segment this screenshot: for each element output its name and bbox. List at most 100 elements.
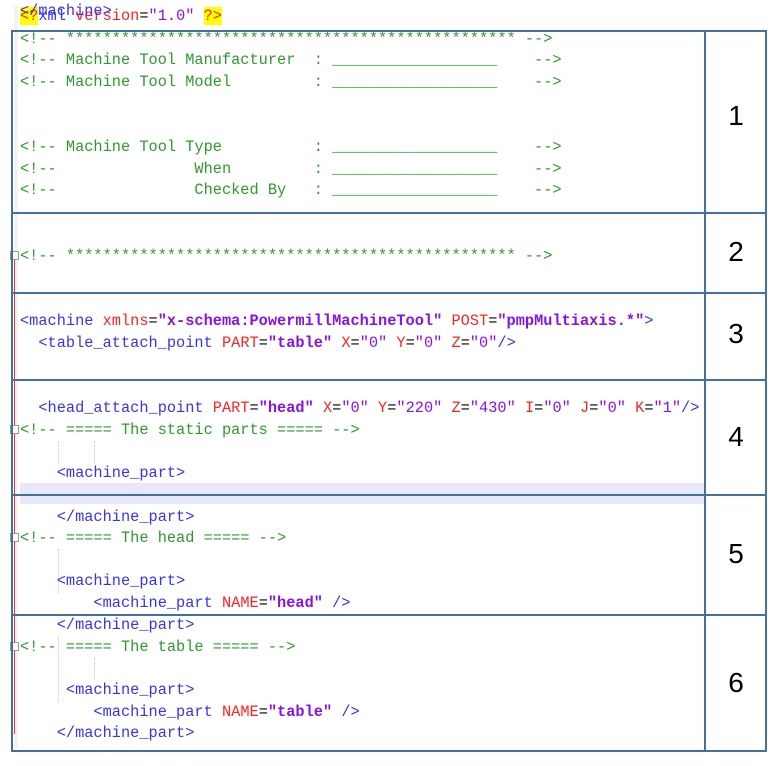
code-line[interactable]: <machine_part NAME="head" /> bbox=[20, 592, 351, 614]
code-token: xmlns bbox=[93, 312, 149, 330]
code-token: <machine_part> bbox=[20, 681, 195, 699]
code-token: Y bbox=[368, 399, 388, 417]
code-token: /> bbox=[332, 703, 360, 721]
section-number-3: 3 bbox=[728, 318, 744, 349]
fold-toggle-head[interactable] bbox=[10, 533, 19, 542]
code-token: = bbox=[148, 312, 158, 330]
code-token: </machine_part> bbox=[20, 508, 195, 526]
code-line[interactable]: <table_attach_point PART="table" X="0" Y… bbox=[20, 332, 515, 354]
code-token: NAME bbox=[212, 703, 259, 721]
code-line[interactable]: <!-- When : __________________ --> bbox=[20, 158, 562, 180]
code-token: <!-- Machine Tool Model : ______________… bbox=[20, 73, 562, 91]
code-token: = bbox=[258, 594, 268, 612]
code-line[interactable]: <!-- ***********************************… bbox=[20, 245, 552, 267]
code-token: "220" bbox=[396, 399, 443, 417]
code-token: "0" bbox=[598, 399, 626, 417]
code-line[interactable]: </machine_part> bbox=[20, 614, 195, 636]
code-token: "0" bbox=[359, 334, 388, 352]
column-divider bbox=[704, 30, 706, 752]
code-token: /> bbox=[322, 594, 351, 612]
code-line[interactable]: <?xml version="1.0" ?> bbox=[20, 5, 222, 27]
code-token: = bbox=[249, 399, 259, 417]
code-token: "head" bbox=[267, 594, 323, 612]
code-token: /> bbox=[681, 399, 700, 417]
code-token: Z bbox=[442, 334, 461, 352]
code-token: "0" bbox=[469, 334, 498, 352]
section-number-1: 1 bbox=[728, 100, 744, 131]
code-line[interactable]: <machine_part> bbox=[20, 462, 186, 484]
code-token: "x-schema:PowermillMachineTool" bbox=[157, 312, 443, 330]
code-token: "0" bbox=[341, 399, 369, 417]
code-token: = bbox=[460, 399, 470, 417]
code-token: <!-- When : __________________ --> bbox=[20, 160, 562, 178]
code-line[interactable]: <machine_part> bbox=[20, 570, 186, 592]
code-token: = bbox=[589, 399, 599, 417]
code-token: Z bbox=[442, 399, 461, 417]
code-token bbox=[194, 7, 203, 25]
code-token: = bbox=[139, 7, 149, 25]
code-token: <machine_part> bbox=[20, 464, 186, 482]
code-line[interactable]: <!-- ===== The head ===== --> bbox=[20, 527, 286, 549]
code-line[interactable]: </machine> bbox=[20, 0, 112, 22]
fold-toggle-table[interactable] bbox=[10, 642, 19, 651]
code-token: = bbox=[350, 334, 360, 352]
section-number-2: 2 bbox=[728, 236, 744, 267]
code-token: version bbox=[65, 7, 140, 25]
code-token: "0" bbox=[543, 399, 571, 417]
code-token: </machine> bbox=[20, 2, 112, 20]
code-token: <machine_part> bbox=[20, 572, 186, 590]
code-line[interactable]: <machine_part> bbox=[20, 679, 195, 701]
code-token: = bbox=[488, 312, 498, 330]
code-line[interactable]: <machine xmlns="x-schema:PowermillMachin… bbox=[20, 310, 653, 332]
code-token: xml bbox=[38, 7, 66, 25]
section-number-5: 5 bbox=[728, 538, 744, 569]
code-line[interactable]: <!-- ===== The table ===== --> bbox=[20, 636, 295, 658]
fold-toggle-static-parts[interactable] bbox=[10, 425, 19, 434]
code-line[interactable]: <!-- ***********************************… bbox=[20, 28, 552, 50]
code-line[interactable]: <!-- Machine Tool Manufacturer : _______… bbox=[20, 49, 562, 71]
code-token: "table" bbox=[267, 703, 333, 721]
code-token: "0" bbox=[414, 334, 443, 352]
code-token: <!-- Machine Tool Manufacturer : _______… bbox=[20, 51, 562, 69]
section-grid bbox=[11, 30, 767, 752]
code-line[interactable]: <!-- Checked By : __________________ --> bbox=[20, 179, 562, 201]
divider bbox=[11, 212, 767, 214]
code-line[interactable]: <!-- Machine Tool Model : ______________… bbox=[20, 71, 562, 93]
code-line[interactable]: <!-- ===== The static parts ===== --> bbox=[20, 419, 360, 441]
current-line-highlight bbox=[20, 483, 704, 504]
indent-guide bbox=[58, 549, 59, 593]
code-line[interactable]: </machine_part> bbox=[20, 722, 195, 744]
code-token: <machine_part bbox=[20, 703, 213, 721]
code-token: = bbox=[258, 334, 268, 352]
code-token: "table" bbox=[267, 334, 333, 352]
divider bbox=[11, 614, 767, 616]
indent-guide bbox=[94, 658, 95, 680]
code-token: ?> bbox=[203, 7, 222, 25]
code-token: <!-- ===== The table ===== --> bbox=[20, 638, 296, 656]
code-token: "1.0" bbox=[148, 7, 195, 25]
code-token: X bbox=[332, 334, 351, 352]
code-line[interactable]: <!-- Machine Tool Type : _______________… bbox=[20, 136, 562, 158]
code-line[interactable]: </machine_part> bbox=[20, 506, 195, 528]
code-token: "1" bbox=[653, 399, 682, 417]
code-token: </machine_part> bbox=[20, 616, 195, 634]
code-line[interactable]: <machine_part NAME="table" /> bbox=[20, 701, 360, 723]
divider bbox=[11, 292, 767, 294]
indent-guide bbox=[94, 441, 95, 463]
code-token: = bbox=[534, 399, 544, 417]
fold-toggle-machine[interactable] bbox=[10, 251, 19, 260]
code-token: "430" bbox=[469, 399, 516, 417]
code-token: <!-- ===== The head ===== --> bbox=[20, 529, 287, 547]
code-token: <!-- ===== The static parts ===== --> bbox=[20, 421, 360, 439]
code-token: X bbox=[313, 399, 333, 417]
code-token: = bbox=[405, 334, 415, 352]
section-number-4: 4 bbox=[728, 421, 744, 452]
editor-gutter bbox=[14, 6, 18, 748]
divider bbox=[11, 379, 767, 381]
code-token: <!-- Checked By : __________________ --> bbox=[20, 181, 562, 199]
code-token: <machine bbox=[20, 312, 94, 330]
code-token: PART bbox=[212, 334, 259, 352]
code-token: POST bbox=[442, 312, 489, 330]
indent-guide bbox=[58, 636, 59, 702]
code-line[interactable]: <head_attach_point PART="head" X="0" Y="… bbox=[20, 397, 699, 419]
